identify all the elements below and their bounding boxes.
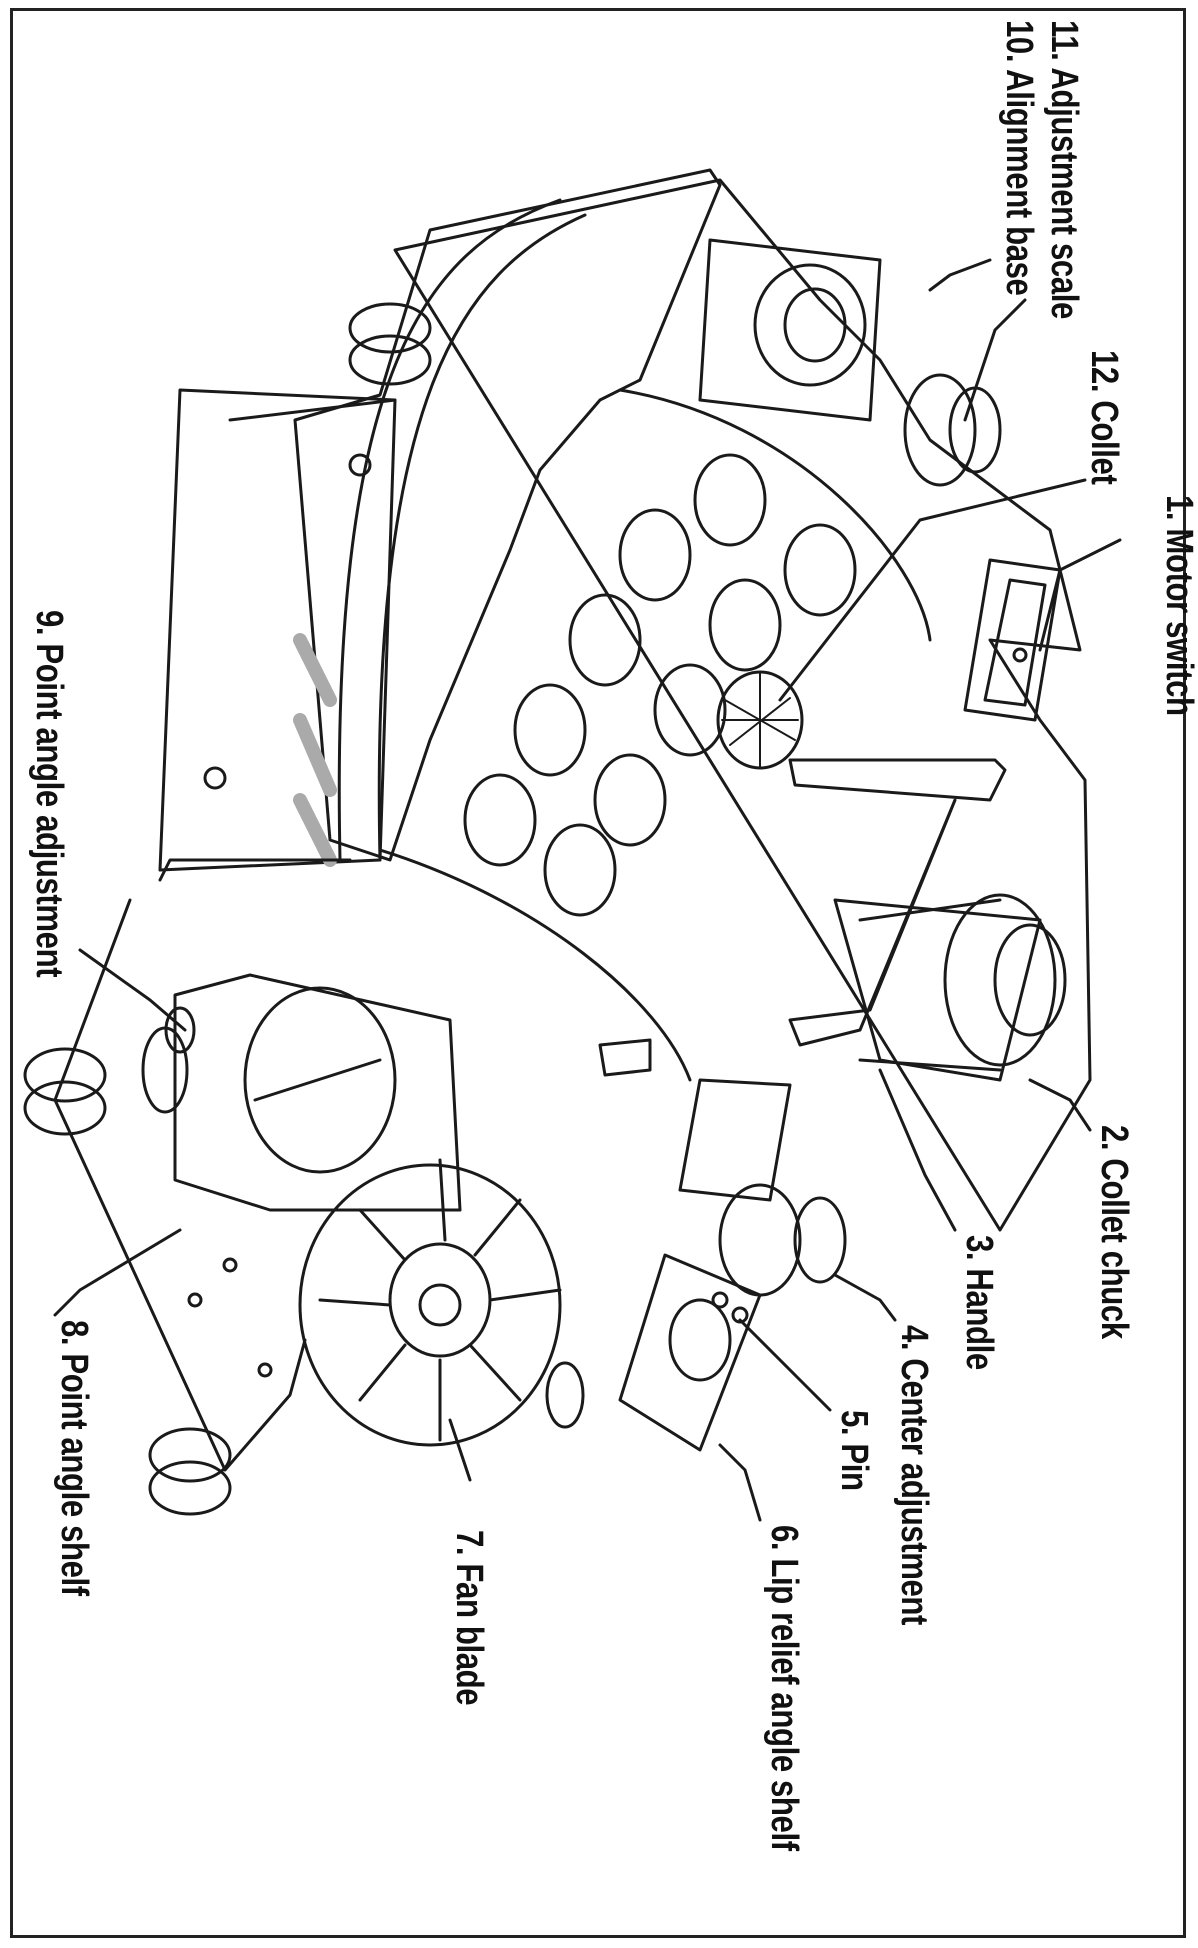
top-plate [293,168,722,862]
leader-lip-relief [718,1443,762,1522]
label-collet: 12. Collet [1083,350,1125,485]
leader-point-angle-shelf [53,1228,182,1317]
side-panel [158,388,397,872]
handle-bar [788,758,1007,802]
main-housing [393,178,1092,1232]
blurred-logo [293,633,337,867]
label-fan-blade: 7. Fan blade [448,1530,490,1706]
guard-arc [618,388,932,642]
label-point-angle-adjustment: 9. Point angle adjustment [28,610,70,978]
blade-guard-inner [377,213,587,862]
guard-arc-lower [378,848,692,1082]
label-adjustment-scale: 11. Adjustment scale [1043,20,1085,319]
label-collet-chuck: 2. Collet chuck [1093,1125,1135,1339]
label-center-adjustment: 4. Center adjustment [893,1325,935,1626]
collet-chuck-body [833,898,1042,1082]
side-panel-edge [228,398,397,422]
label-alignment-base: 10. Alignment base [998,20,1040,296]
blade-guard [337,198,562,862]
point-angle-plate [53,898,307,1472]
leader-center-adjustment [833,1273,897,1322]
leader-fan-blade [448,1418,472,1482]
alignment-base-block [698,238,882,422]
label-pin: 5. Pin [833,1410,875,1491]
lip-relief-block [618,1253,762,1452]
leader-collet-chuck [1028,1078,1092,1132]
label-point-angle-shelf: 8. Point angle shelf [53,1320,95,1596]
leader-handle [878,1068,957,1232]
label-lip-relief-angle-shelf: 6. Lip relief angle shelf [763,1525,805,1851]
fan-wheel [298,1163,562,1447]
label-handle: 3. Handle [958,1235,1000,1370]
leader-alignment-base [928,258,992,292]
leader-point-angle-adjustment [78,948,187,1032]
angle-block [173,973,462,1212]
motor-switch-box [963,558,1062,722]
leader-pin [738,1318,832,1412]
leader-motor-switch [1038,538,1122,652]
label-motor-switch: 1. Motor switch [1158,495,1198,716]
diagram-frame [10,8,1186,1938]
leader-adjustment-scale [963,298,1027,422]
leader-collet [778,478,1087,702]
